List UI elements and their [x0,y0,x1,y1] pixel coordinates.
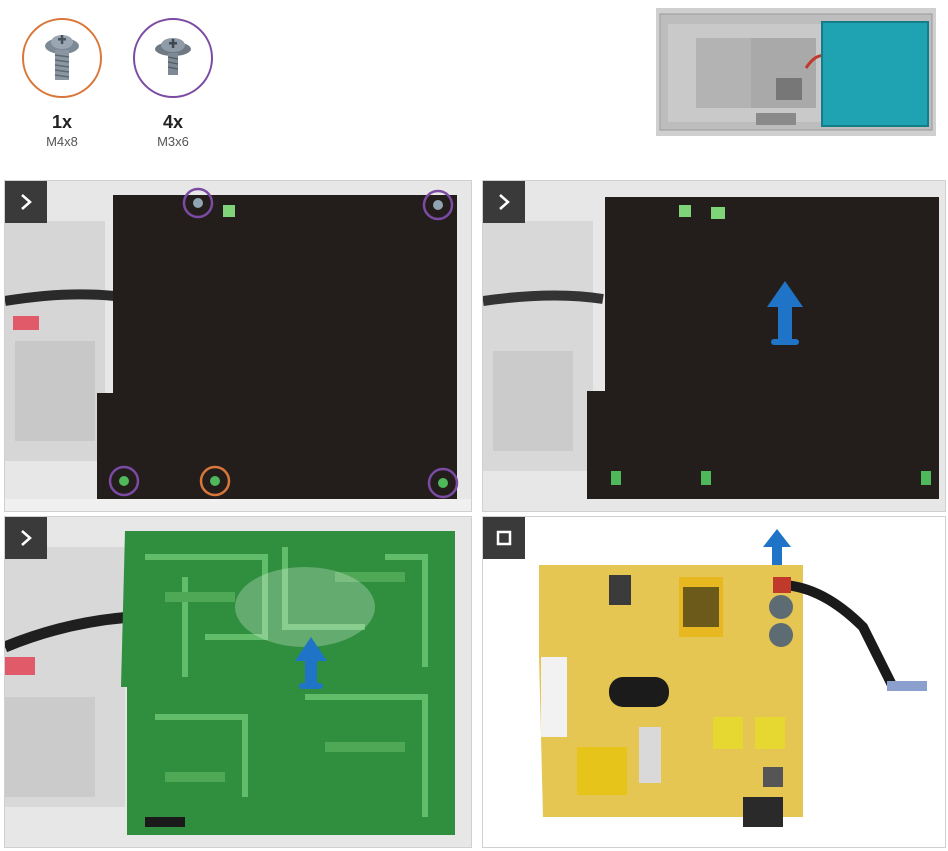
m4x8-screw-icon [45,35,79,80]
step-1-remove-shield-screws [4,180,472,512]
step-3-illustration [5,517,471,847]
next-step-icon [21,530,32,546]
step-4-disconnect-cable [482,516,946,848]
next-step-icon [21,194,32,210]
lift-up-arrow [767,281,803,345]
lift-up-arrow [295,637,327,689]
step-2-lift-shield [482,180,946,512]
m4x8-screw-ring [22,18,102,98]
step-2-next-button[interactable] [483,181,525,223]
m3x6-screw-quantity: 4x [162,112,184,132]
disconnect-up-arrow [763,529,791,565]
m3x6-screw-icon [155,38,191,75]
final-step-icon [496,530,512,546]
overview-thumbnail [656,8,936,136]
m3x6-screw-size: M3x6 [157,134,189,149]
step-3-next-button[interactable] [5,517,47,559]
m3x6-screw-ring [133,18,213,98]
m4x8-screw-quantity: 1x [51,112,73,132]
m4x8-screw-size: M4x8 [46,134,78,149]
step-3-lift-power-board [4,516,472,848]
step-4-illustration [483,517,945,847]
step-1-illustration [5,181,471,511]
step-1-next-button[interactable] [5,181,47,223]
next-step-icon [499,194,510,210]
step-2-illustration [483,181,945,511]
step-4-final-button[interactable] [483,517,525,559]
